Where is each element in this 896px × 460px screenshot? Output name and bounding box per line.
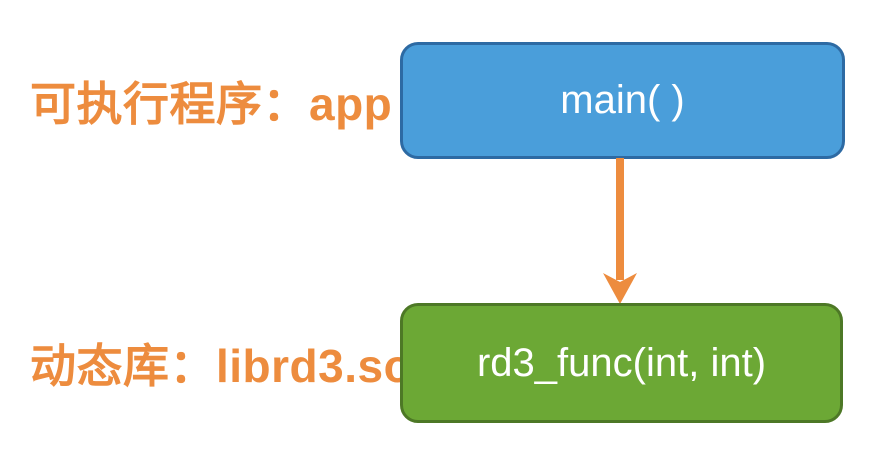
label-dynamic-library: 动态库：librd3.so: [30, 303, 412, 423]
label-executable-program: 可执行程序：app: [30, 42, 392, 159]
node-rd3-func: rd3_func(int, int): [400, 303, 843, 423]
node-rd3-func-label: rd3_func(int, int): [476, 340, 767, 385]
arrow-down-icon: [603, 158, 637, 304]
node-main: main( ): [400, 42, 845, 159]
label-dynamic-library-text: 动态库：librd3.so: [30, 340, 413, 392]
label-executable-program-text: 可执行程序：app: [30, 77, 393, 130]
node-main-label: main( ): [560, 78, 685, 122]
